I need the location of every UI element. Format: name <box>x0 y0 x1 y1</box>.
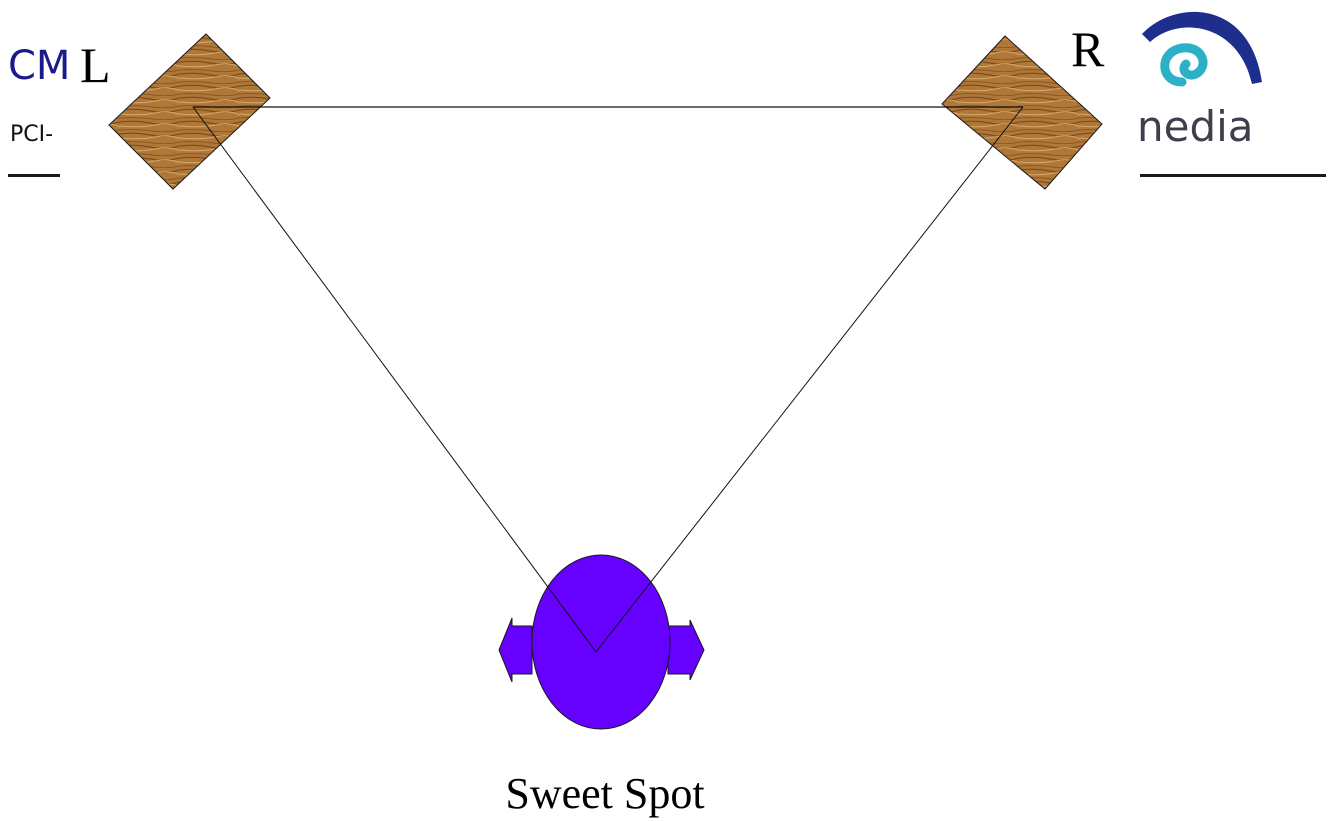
left-path-line <box>192 106 597 653</box>
right-speaker-label: R <box>1071 21 1105 77</box>
header-rule-left <box>8 174 60 177</box>
right-path-line <box>595 106 1024 653</box>
left-speaker-label: L <box>80 37 111 93</box>
slide-title: CM <box>8 43 71 89</box>
logo-swirl-icon <box>1142 11 1262 87</box>
logo-arc <box>1142 11 1262 85</box>
left-speaker <box>108 33 271 190</box>
header-rule-right <box>1140 174 1326 177</box>
listener-left-ear <box>498 617 533 683</box>
listener-head <box>531 554 671 730</box>
right-speaker <box>941 35 1103 190</box>
logo-spiral <box>1160 43 1208 87</box>
sweet-spot-label: Sweet Spot <box>505 769 704 818</box>
logo-wordmark: nedia <box>1137 102 1254 151</box>
slide-subtitle: PCI- <box>10 122 54 147</box>
listener-right-ear <box>667 619 705 681</box>
